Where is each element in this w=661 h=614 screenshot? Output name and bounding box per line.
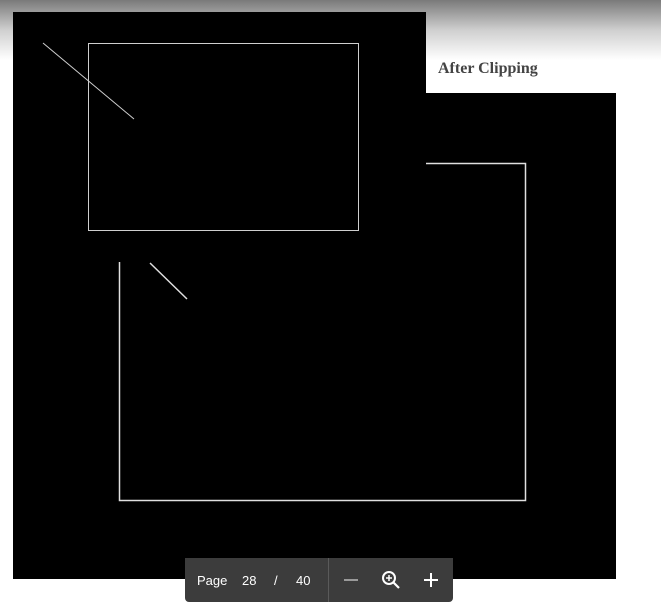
toolbar-divider [328, 558, 329, 602]
page-separator: / [274, 573, 278, 588]
before-line-segment [42, 42, 135, 120]
after-clipped-segment [149, 262, 188, 300]
after-clip-window [118, 162, 527, 502]
fit-zoom-button[interactable] [379, 568, 403, 592]
after-clipping-image [13, 93, 616, 579]
before-clip-window [88, 43, 359, 231]
after-clipping-caption: After Clipping [438, 60, 538, 77]
current-page-input[interactable]: 28 [242, 573, 257, 588]
zoom-in-button[interactable] [419, 568, 443, 592]
zoom-out-button[interactable] [339, 568, 363, 592]
pdf-page-toolbar: Page 28 / 40 [185, 558, 453, 602]
zoom-in-magnifier-icon [382, 571, 400, 589]
plus-icon [424, 573, 438, 587]
before-clipping-image [13, 12, 426, 93]
minus-icon [344, 579, 358, 581]
page-label: Page [197, 573, 228, 588]
total-pages: 40 [296, 573, 311, 588]
